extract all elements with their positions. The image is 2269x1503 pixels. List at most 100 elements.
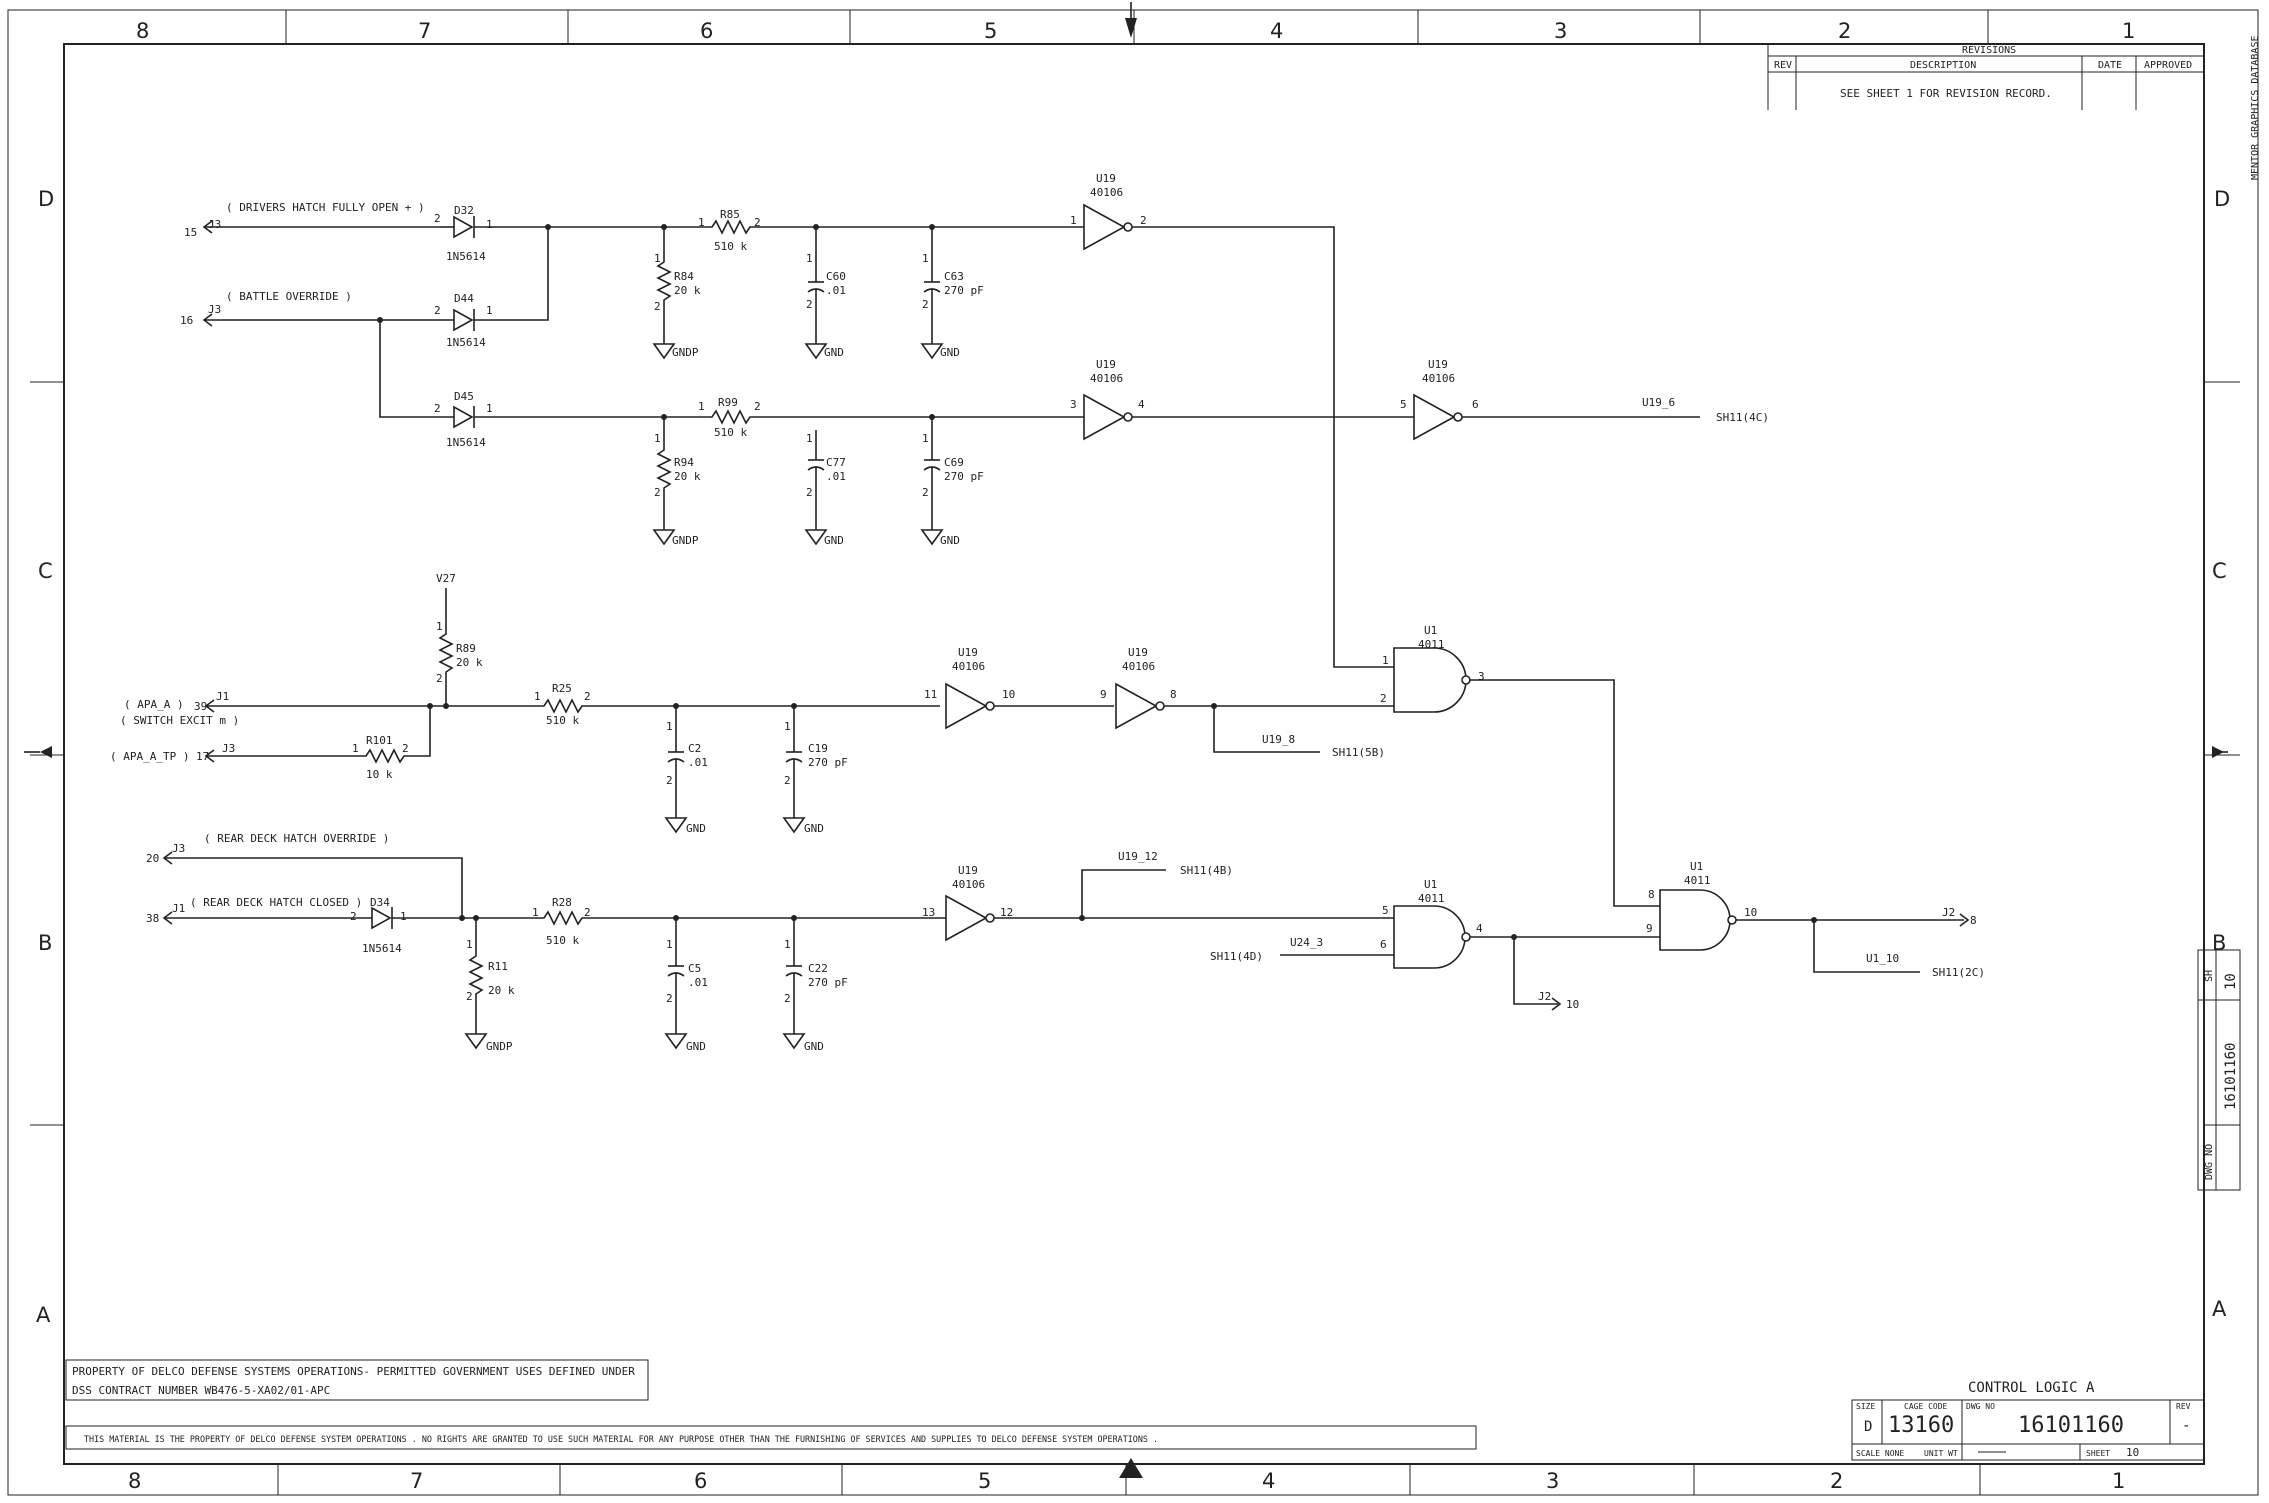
drawing-border (7, 2, 2259, 1496)
connector-label: J3 (208, 218, 221, 231)
component-value: 20 k (456, 656, 483, 669)
zone-label: 4 (1270, 19, 1283, 43)
zone-labels-bottom: 8 7 6 5 4 3 2 1 (128, 1469, 2125, 1493)
material-note: THIS MATERIAL IS THE PROPERTY OF DELCO D… (65, 1425, 1477, 1450)
revisions-title: REVISIONS (1962, 45, 2016, 56)
net-label: U24_3 (1290, 936, 1323, 949)
pin-number: 2 (922, 486, 929, 499)
component-ref: D34 (370, 896, 390, 909)
component-ref: D32 (454, 204, 474, 217)
component-ref: R94 (674, 456, 694, 469)
component-value: 510 k (714, 240, 747, 253)
connector-label: J2 (1538, 990, 1551, 1003)
zone-label: C (38, 559, 53, 583)
sheet-label: SHEET (2086, 1449, 2110, 1458)
component-value: 4011 (1684, 874, 1711, 887)
zone-label: 8 (128, 1469, 141, 1493)
component-value: 510 k (546, 934, 579, 947)
pin-number: 2 (784, 992, 791, 1005)
component-value: 1N5614 (446, 436, 486, 449)
component-value: .01 (826, 470, 846, 483)
component-value: .01 (826, 284, 846, 297)
component-value: 270 pF (944, 470, 984, 483)
component-value: 20 k (488, 984, 515, 997)
zone-labels-top: 8 7 6 5 4 3 2 1 (136, 19, 2135, 43)
zone-label: 4 (1262, 1469, 1275, 1493)
pin-number: 2 (434, 402, 441, 415)
component-ref: U19 (1128, 646, 1148, 659)
revisions-col-approved: APPROVED (2144, 60, 2192, 71)
side-dwg-value: 16101160 (2223, 1043, 2239, 1110)
signal-label: ( SWITCH EXCIT m ) (120, 714, 239, 727)
pin-number: 2 (402, 742, 409, 755)
pin-number: 1 (654, 432, 661, 445)
ground-label: GND (940, 346, 960, 359)
pin-number: 2 (434, 304, 441, 317)
connector-label: J1 (216, 690, 229, 703)
zone-label: 6 (694, 1469, 707, 1493)
component-value: 510 k (546, 714, 579, 727)
component-ref: C69 (944, 456, 964, 469)
zone-label: 1 (2122, 19, 2135, 43)
component-ref: U19 (1096, 172, 1116, 185)
pin-number: 1 (806, 252, 813, 265)
component-ref: C5 (688, 962, 701, 975)
pin-number: 2 (666, 992, 673, 1005)
row-battle-override: 1 2 R99 510 k 1 2 R94 20 k GNDP 1 2 C77 … (652, 358, 1769, 547)
property-note-line2: DSS CONTRACT NUMBER WB476-5-XA02/01-APC (72, 1384, 330, 1397)
title-block: CONTROL LOGIC A SIZE D CAGE CODE 13160 D… (1851, 1380, 2205, 1461)
signal-label: ( REAR DECK HATCH OVERRIDE ) (204, 832, 389, 845)
side-sh-value: 10 (2223, 973, 2239, 990)
schematic: 15 J3 ( DRIVERS HATCH FULLY OPEN + ) 2 1… (110, 172, 1985, 1053)
pin-number: 2 (466, 990, 473, 1003)
supply-label: V27 (436, 572, 456, 585)
connector-pin-label: 16 (180, 314, 193, 327)
zone-label: 5 (984, 19, 997, 43)
connector-pin-label: 20 (146, 852, 159, 865)
component-value: 40106 (1422, 372, 1455, 385)
zone-label: 3 (1546, 1469, 1559, 1493)
pin-number: 1 (534, 690, 541, 703)
offpage-ref: SH11(4B) (1180, 864, 1233, 877)
component-ref: R84 (674, 270, 694, 283)
signal-label: ( REAR DECK HATCH CLOSED ) (190, 896, 362, 909)
offpage-ref: SH11(2C) (1932, 966, 1985, 979)
component-value: 1N5614 (362, 942, 402, 955)
pin-number: 1 (784, 938, 791, 951)
pin-number: 1 (922, 432, 929, 445)
pin-number: 2 (922, 298, 929, 311)
dwg-value: 16101160 (2018, 1413, 2124, 1438)
ground-label: GND (686, 1040, 706, 1053)
component-ref: U19 (1428, 358, 1448, 371)
pin-number: 4 (1476, 922, 1483, 935)
offpage-ref: SH11(5B) (1332, 746, 1385, 759)
pin-number: 1 (532, 906, 539, 919)
pin-number: 2 (584, 906, 591, 919)
connector-label: J1 (172, 902, 185, 915)
component-ref: C2 (688, 742, 701, 755)
pin-number: 2 (654, 300, 661, 313)
zone-label: D (2214, 187, 2230, 211)
side-sh-label: SH (2204, 970, 2215, 982)
pin-number: 10 (1002, 688, 1015, 701)
signal-label: ( APA_A ) (124, 698, 184, 711)
zone-label: C (2212, 559, 2227, 583)
net-label: U1_10 (1866, 952, 1899, 965)
connector-pin-label: 10 (1566, 998, 1579, 1011)
pin-number: 3 (1478, 670, 1485, 683)
component-ref: U19 (958, 864, 978, 877)
ground-label: GND (804, 1040, 824, 1053)
component-ref: D45 (454, 390, 474, 403)
component-value: 40106 (1090, 186, 1123, 199)
component-value: 40106 (1122, 660, 1155, 673)
material-note-text: THIS MATERIAL IS THE PROPERTY OF DELCO D… (84, 1434, 1158, 1444)
zone-label: 6 (700, 19, 713, 43)
zone-label: B (38, 931, 52, 955)
component-value: 510 k (714, 426, 747, 439)
component-value: 4011 (1418, 892, 1445, 905)
component-value: 20 k (674, 284, 701, 297)
pin-number: 1 (486, 304, 493, 317)
pin-number: 1 (486, 218, 493, 231)
component-value: 20 k (674, 470, 701, 483)
pin-number: 9 (1100, 688, 1107, 701)
